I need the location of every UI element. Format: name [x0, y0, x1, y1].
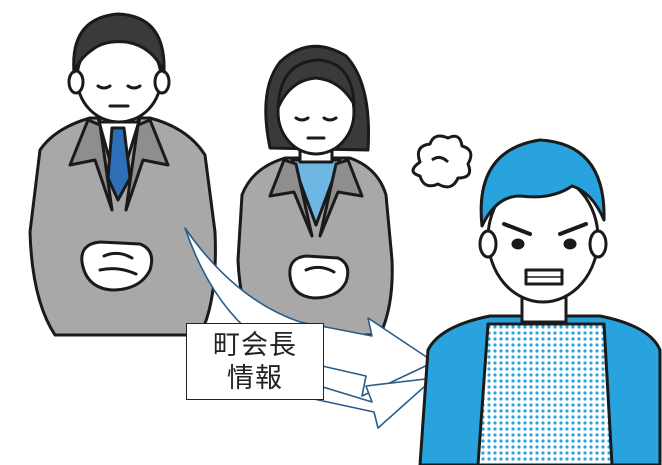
man-hair	[72, 12, 166, 74]
angry-man	[418, 138, 662, 465]
man-lapel-left	[68, 118, 114, 212]
bowing-woman	[236, 44, 394, 337]
callout-box: 町会長 情報	[186, 323, 324, 400]
woman-fringe	[276, 58, 356, 110]
arrow-upper	[184, 227, 435, 397]
man-tie	[106, 126, 132, 202]
woman-hands	[288, 254, 350, 300]
callout-line-1: 町会長	[213, 329, 297, 361]
angry-man-dotted-tee	[476, 322, 614, 465]
man-lapel-right	[124, 118, 170, 212]
man-suit	[28, 116, 217, 337]
callout-line-2: 情報	[227, 362, 283, 394]
man-hands	[80, 240, 154, 292]
angry-man-hair	[479, 138, 606, 228]
bowing-man	[28, 12, 217, 337]
anger-puff-icon	[411, 134, 473, 189]
